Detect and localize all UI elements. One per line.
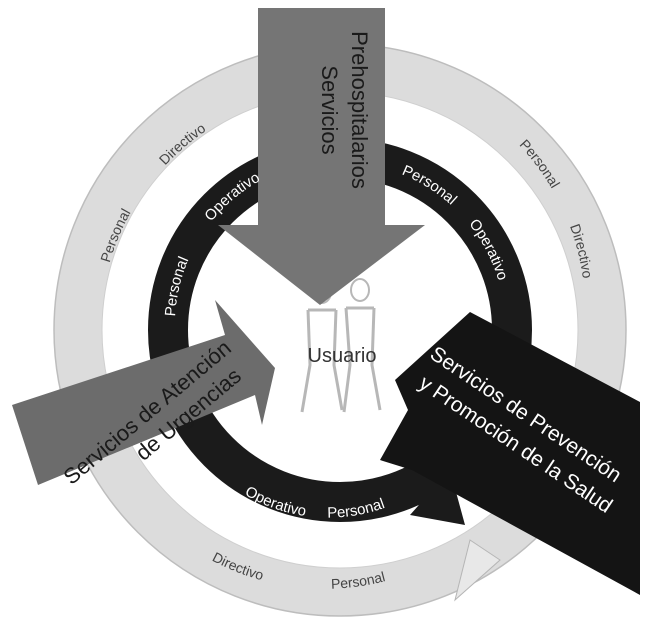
arrow-prevention: Servicios de Prevención y Promoción de l… xyxy=(380,312,640,595)
arrow-prehospital: Servicios Prehospitalarios xyxy=(218,8,425,305)
arrow-prehospital-label-2: Prehospitalarios xyxy=(347,31,372,189)
outer-ring-arrow-tip xyxy=(454,539,501,602)
center-label: Usuario xyxy=(308,345,377,367)
arrow-prehospital-label-1: Servicios xyxy=(317,65,342,154)
